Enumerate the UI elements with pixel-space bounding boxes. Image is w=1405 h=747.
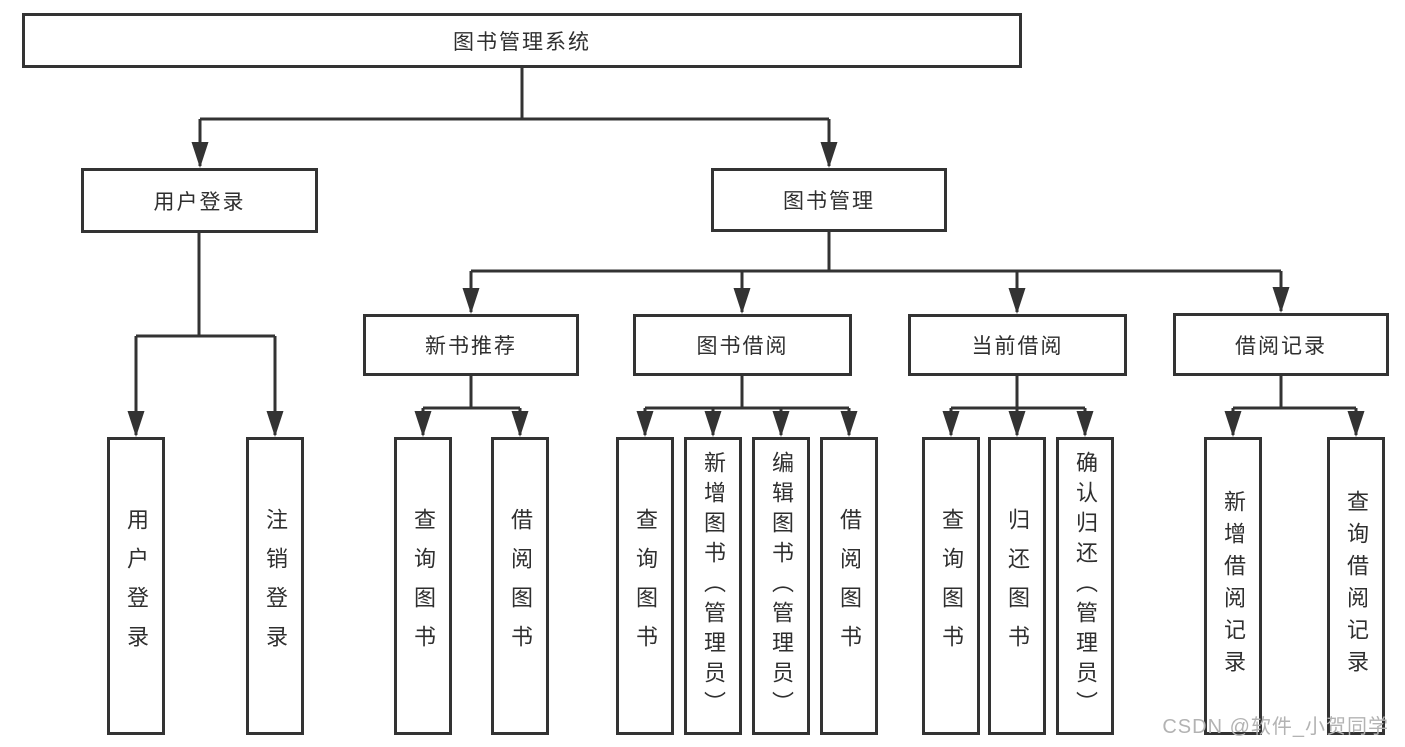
node-logout-label: 注销登录	[263, 508, 288, 664]
connector-book-mgmt-branch	[469, 232, 1283, 312]
node-bb-query-books-label: 查询图书	[633, 508, 658, 664]
node-bb-edit-books-admin-label: 编辑图书（管理员）	[769, 451, 794, 721]
node-bb-borrow-books: 借阅图书	[820, 437, 878, 735]
node-bb-add-books-admin: 新增图书（管理员）	[684, 437, 742, 735]
node-current-borrow-label: 当前借阅	[971, 335, 1064, 358]
node-bb-edit-books-admin: 编辑图书（管理员）	[752, 437, 810, 735]
connector-book-borrow-branch	[643, 376, 851, 435]
node-rec-query-books-label: 查询图书	[411, 508, 436, 664]
node-user-login: 用户登录	[81, 168, 318, 233]
node-br-add-record: 新增借阅记录	[1204, 437, 1262, 735]
node-bb-add-books-admin-label: 新增图书（管理员）	[701, 451, 726, 721]
connector-user-login-branch	[134, 233, 277, 435]
node-book-management-label: 图书管理	[783, 190, 875, 213]
node-rec-borrow-books-label: 借阅图书	[508, 508, 533, 664]
arrowheads	[127, 142, 1365, 437]
node-root: 图书管理系统	[22, 13, 1022, 68]
node-cb-confirm-return-admin-label: 确认归还（管理员）	[1073, 451, 1098, 721]
node-root-label: 图书管理系统	[453, 30, 591, 54]
node-bb-borrow-books-label: 借阅图书	[837, 508, 862, 664]
node-cb-return-books: 归还图书	[988, 437, 1046, 735]
node-login-label: 用户登录	[124, 508, 149, 664]
node-current-borrow: 当前借阅	[908, 314, 1127, 376]
node-borrow-records: 借阅记录	[1173, 313, 1389, 376]
connector-borrow-records-branch	[1231, 376, 1358, 435]
node-new-book-recommend-label: 新书推荐	[425, 335, 517, 358]
node-logout: 注销登录	[246, 437, 304, 735]
node-bb-query-books: 查询图书	[616, 437, 674, 735]
node-cb-confirm-return-admin: 确认归还（管理员）	[1056, 437, 1114, 735]
node-cb-query-books: 查询图书	[922, 437, 980, 735]
node-borrow-records-label: 借阅记录	[1235, 334, 1327, 358]
connector-root-branch	[198, 68, 831, 166]
node-rec-borrow-books: 借阅图书	[491, 437, 549, 735]
node-br-query-record: 查询借阅记录	[1327, 437, 1385, 735]
node-login: 用户登录	[107, 437, 165, 735]
node-br-add-record-label: 新增借阅记录	[1221, 490, 1246, 682]
node-user-login-label: 用户登录	[153, 190, 246, 214]
node-new-book-recommend: 新书推荐	[363, 314, 579, 376]
connector-new-rec-branch	[421, 376, 522, 435]
node-book-management: 图书管理	[711, 168, 947, 232]
node-cb-query-books-label: 查询图书	[939, 508, 964, 664]
node-rec-query-books: 查询图书	[394, 437, 452, 735]
node-cb-return-books-label: 归还图书	[1005, 508, 1030, 664]
node-book-borrow: 图书借阅	[633, 314, 852, 376]
node-book-borrow-label: 图书借阅	[696, 335, 789, 358]
node-br-query-record-label: 查询借阅记录	[1344, 490, 1369, 682]
